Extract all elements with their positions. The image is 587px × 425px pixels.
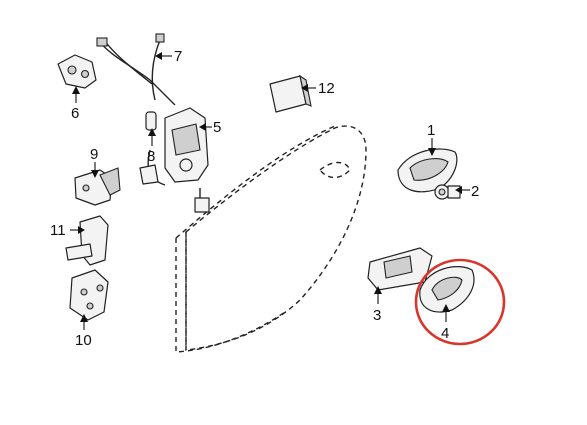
callout-8: 8 bbox=[147, 148, 155, 165]
callout-7: 7 bbox=[174, 48, 182, 65]
part-5-latch bbox=[139, 107, 210, 213]
callout-5: 5 bbox=[213, 119, 221, 136]
door-outline bbox=[175, 125, 367, 353]
callout-6: 6 bbox=[71, 105, 79, 122]
callout-12: 12 bbox=[318, 80, 335, 97]
callout-10: 10 bbox=[75, 332, 92, 349]
part-8-clip bbox=[145, 111, 157, 131]
callout-4: 4 bbox=[441, 325, 449, 342]
callout-2: 2 bbox=[471, 183, 479, 200]
part-1-bezel bbox=[397, 148, 458, 193]
part-12-module bbox=[269, 74, 312, 113]
callout-3: 3 bbox=[373, 307, 381, 324]
part-4-handle bbox=[419, 266, 475, 313]
callout-1: 1 bbox=[427, 122, 435, 139]
part-6-striker bbox=[57, 54, 97, 89]
part-10-hinge bbox=[69, 269, 109, 321]
highlight-circle bbox=[414, 258, 506, 346]
callout-11: 11 bbox=[50, 222, 66, 239]
leaders bbox=[70, 52, 470, 330]
part-2-grommet bbox=[434, 184, 461, 200]
callout-9: 9 bbox=[90, 146, 98, 163]
part-9-hinge bbox=[74, 167, 121, 206]
part-7-cable bbox=[96, 33, 176, 106]
part-11-check bbox=[65, 215, 109, 266]
